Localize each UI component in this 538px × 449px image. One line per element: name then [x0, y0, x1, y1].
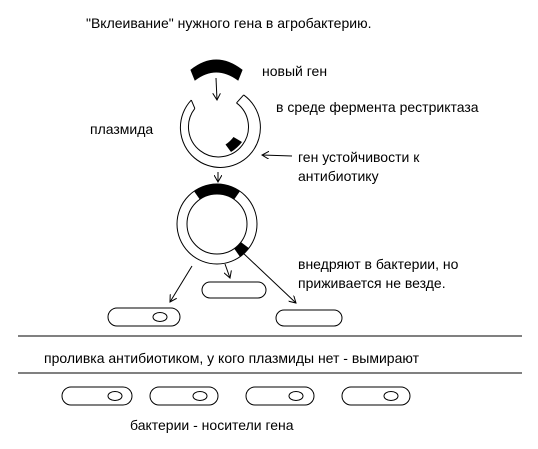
bacterium-without-plasmid-1	[201, 281, 267, 299]
arrow-to-bacterium-left	[170, 265, 193, 302]
label-new-gene: новый ген	[262, 63, 328, 79]
label-resistance-gene-2: антибиотику	[298, 168, 379, 184]
label-plasmid: плазмида	[90, 121, 154, 137]
open-plasmid	[179, 94, 261, 168]
arrow-gene-to-plasmid	[216, 77, 217, 100]
inserted-gene-segment	[194, 183, 240, 200]
label-antibiotic-rinse: проливка антибиотиком, у кого плазмиды н…	[44, 350, 419, 366]
arrow-to-bacterium-right	[241, 251, 296, 303]
diagram-title: "Вклеивание" нужного гена в агробактерию…	[86, 15, 372, 31]
resistance-gene-segment-open	[225, 137, 242, 152]
label-enzyme-medium: в среде фермента рестриктаза	[276, 99, 479, 115]
new-gene-fragment	[190, 59, 243, 81]
label-gene-carriers: бактерии - носители гена	[130, 417, 294, 433]
surviving-bacterium-2	[149, 386, 219, 406]
recombinant-plasmid	[176, 183, 258, 265]
bacterium-without-plasmid-2	[275, 309, 343, 327]
surviving-bacterium-1	[61, 386, 133, 406]
arrow-to-resistance-gene	[262, 155, 293, 156]
label-introduced-1: внедряют в бактерии, но	[298, 256, 459, 272]
arrow-to-bacterium-middle	[225, 263, 230, 278]
bacterium-with-plasmid-1	[107, 307, 181, 327]
label-resistance-gene-1: ген устойчивости к	[298, 149, 420, 165]
surviving-bacterium-3	[245, 386, 315, 406]
label-introduced-2: приживается не везде.	[298, 275, 446, 291]
resistance-gene-segment	[234, 242, 249, 257]
surviving-bacterium-4	[341, 386, 411, 406]
